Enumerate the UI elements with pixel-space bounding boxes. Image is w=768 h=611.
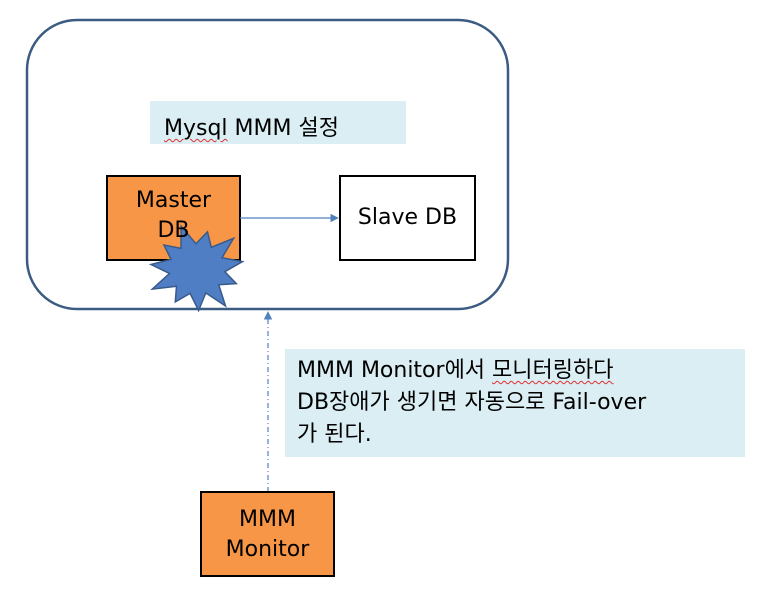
- note-line1: MMM Monitor에서 모니터링하다: [297, 355, 745, 387]
- master-db-label-line2: DB: [157, 218, 190, 243]
- mysql-mmm-cluster-container: [25, 18, 510, 311]
- mmm-monitor-label-line2: Monitor: [225, 537, 310, 562]
- note-line3: 가 된다.: [297, 422, 372, 447]
- failover-note: MMM Monitor에서 모니터링하다 DB장애가 생기면 자동으로 Fail…: [285, 349, 745, 457]
- cluster-title-background: [150, 101, 406, 144]
- cluster-title-prefix: Mysql: [164, 116, 228, 141]
- note-line1-b: 모니터링하다: [492, 358, 614, 383]
- mmm-monitor-label-line1: MMM: [239, 507, 296, 532]
- cluster-title-rest: MMM 설정: [227, 116, 339, 141]
- note-line2: DB장애가 생기면 자동으로 Fail-over: [297, 390, 647, 415]
- failure-burst-icon: [148, 224, 245, 313]
- note-line1-a: MMM Monitor에서: [297, 358, 493, 383]
- note-background: [285, 349, 745, 457]
- slave-db-node: [339, 175, 476, 261]
- mmm-monitor-node: [200, 491, 335, 577]
- master-db-label: Master DB: [107, 176, 240, 246]
- slave-db-label: Slave DB: [357, 205, 458, 230]
- master-db-label-line1: Master: [135, 188, 212, 213]
- cluster-title: Mysql MMM 설정: [150, 101, 406, 144]
- mmm-monitor-label: MMM Monitor: [201, 492, 334, 576]
